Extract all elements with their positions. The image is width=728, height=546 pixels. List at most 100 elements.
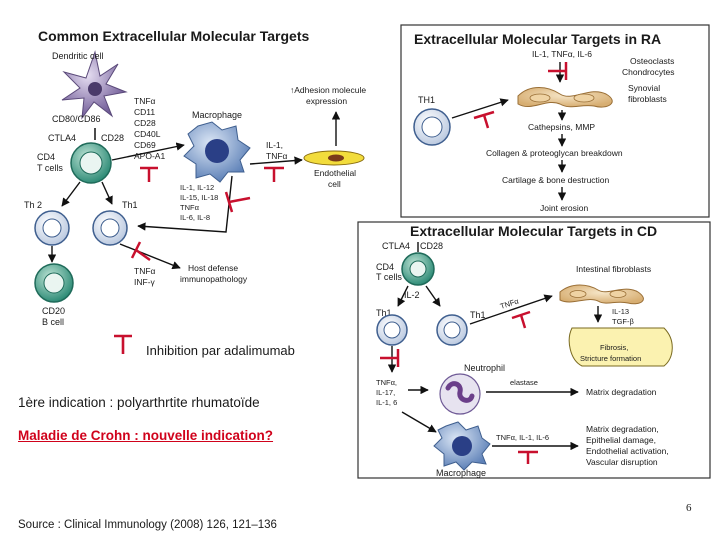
arrow-mac-to-th1	[137, 175, 233, 233]
mac-cytokine: TNFα	[180, 203, 200, 212]
inhibition-mark	[548, 62, 568, 80]
ra-fibroblasts: fibroblasts	[628, 94, 667, 104]
ctla4-label: CTLA4	[48, 133, 76, 143]
th2-label: Th 2	[24, 200, 42, 210]
marker-item: APO-A1	[134, 151, 165, 161]
ra-th1-cell	[413, 108, 451, 146]
cd-macrophage-cell	[433, 421, 491, 471]
neutrophil-cell	[439, 373, 481, 415]
cd-arrow-th1a	[397, 285, 409, 307]
cd4-t-cell	[70, 142, 112, 184]
inhibition-mark	[473, 110, 495, 129]
legend-text: Inhibition par adalimumab	[146, 343, 295, 358]
cd-intestinal: Intestinal fibroblasts	[576, 264, 651, 274]
cd-neut-cytokine: TNFα,	[376, 378, 397, 387]
inhibition-mark	[130, 241, 151, 262]
cd-macrophage-label: Macrophage	[436, 468, 486, 478]
cd-box	[357, 221, 711, 479]
ra-osteoclasts: Osteoclasts	[630, 56, 674, 66]
cd-th1b-label: Th1	[470, 310, 486, 320]
cd-neutrophil-label: Neutrophil	[464, 363, 505, 373]
cd-panel: Extracellular Molecular Targets in CD CT…	[357, 221, 711, 479]
ra-chondrocytes: Chondrocytes	[622, 67, 674, 77]
arrow-to-th1	[101, 181, 113, 205]
cd28-label: CD28	[101, 133, 124, 143]
ra-fibroblast-cell	[517, 87, 613, 108]
arrow-to-endothelial	[249, 156, 303, 165]
inhibition-mark	[264, 166, 284, 182]
marker-item: CD28	[134, 118, 156, 128]
marker-item: TNFα	[134, 96, 156, 106]
inhibition-mark	[140, 166, 158, 182]
arrow-to-th2	[61, 181, 81, 207]
cd-tnf: TNFα	[499, 296, 520, 311]
il1-label: IL-1,	[266, 140, 283, 150]
cd-ctla4: CTLA4	[382, 241, 410, 251]
cd20-label: CD20	[42, 306, 65, 316]
dendritic-cell	[61, 50, 128, 120]
cd-neut-cytokine: IL-1, 6	[376, 398, 397, 407]
tnf-label: TNFα	[266, 151, 288, 161]
ra-box	[400, 24, 710, 218]
immunopathology-label: immunopathology	[180, 274, 248, 284]
note-crohn-indication[interactable]: Maladie de Crohn : nouvelle indication?	[18, 428, 274, 443]
cd-cd4-cell	[401, 252, 435, 286]
cd-cd4: CD4	[376, 262, 394, 272]
adhesion-label: ↑Adhesion molecule	[290, 85, 366, 95]
th1-tnf-label: TNFα	[134, 266, 156, 276]
ra-cytokines: IL-1, TNFα, IL-6	[532, 49, 592, 59]
fibrosis-blob	[568, 327, 673, 367]
th1-inf-label: INF-γ	[134, 277, 156, 287]
page-number: 6	[686, 502, 692, 514]
ra-synovial: Synovial	[628, 83, 660, 93]
endothelial-cell	[303, 150, 365, 166]
note-first-indication: 1ère indication : polyarthrtite rhumatoï…	[18, 395, 260, 410]
endothelial-cell-label: cell	[328, 179, 341, 189]
inhibition-mark	[518, 450, 538, 464]
ra-title: Extracellular Molecular Targets in RA	[414, 31, 661, 47]
tcells-label: T cells	[37, 163, 63, 173]
arrow-to-host	[119, 243, 181, 270]
cd-outcome: Vascular disruption	[586, 457, 658, 467]
arrow-to-macrophage	[111, 142, 185, 161]
marker-item: CD69	[134, 140, 156, 150]
cd-mac-cytokines: TNFα, IL-1, IL-6	[496, 433, 549, 442]
cd-stricture: Stricture formation	[580, 354, 641, 363]
cd4-label: CD4	[37, 152, 55, 162]
mac-cytokine: IL-6, IL-8	[180, 213, 210, 222]
th2-cell	[34, 210, 70, 246]
cd-arrow-th1b	[425, 285, 441, 307]
cd80-label: CD80/CD86	[52, 114, 101, 124]
cd-il13: IL-13	[612, 307, 629, 316]
mac-cytokine: IL-1, IL-12	[180, 183, 214, 192]
b-cell	[34, 263, 74, 303]
cd-th1a-label: Th1	[376, 308, 392, 318]
cd-arrow-mac	[401, 411, 437, 433]
common-title: Common Extracellular Molecular Targets	[38, 28, 309, 44]
ra-collagen: Collagen & proteoglycan breakdown	[486, 148, 623, 158]
cd-arrow-fibro	[469, 294, 553, 325]
inhibition-mark	[511, 310, 531, 329]
cd-outcome: Epithelial damage,	[586, 435, 656, 445]
expression-label: expression	[306, 96, 347, 106]
ra-joint: Joint erosion	[540, 203, 588, 213]
common-panel: Common Extracellular Molecular Targets D…	[24, 28, 366, 327]
mac-cytokines: IL-1, IL-12 IL-15, IL-18 TNFα IL-6, IL-8	[180, 183, 218, 222]
cd-cd28: CD28	[420, 241, 443, 251]
inhibition-mark	[380, 349, 400, 367]
ra-cathepsins: Cathepsins, MMP	[528, 122, 595, 132]
source-citation: Source : Clinical Immunology (2008) 126,…	[18, 519, 277, 531]
dendritic-label: Dendritic cell	[52, 51, 104, 61]
macrophage-cell	[183, 121, 251, 183]
marker-item: CD40L	[134, 129, 161, 139]
th1-label: Th1	[122, 200, 138, 210]
cd-il2: IL-2	[404, 290, 420, 300]
cd-th1b-cell	[436, 314, 468, 346]
marker-list: TNFα CD11 CD28 CD40L CD69 APO-A1	[134, 96, 165, 161]
th1-cell	[92, 210, 128, 246]
cd-neut-cytokine: IL-17,	[376, 388, 395, 397]
cd-outcome: Endothelial activation,	[586, 446, 669, 456]
legend-inhibition-icon	[114, 334, 132, 354]
cd-tcells: T cells	[376, 272, 402, 282]
